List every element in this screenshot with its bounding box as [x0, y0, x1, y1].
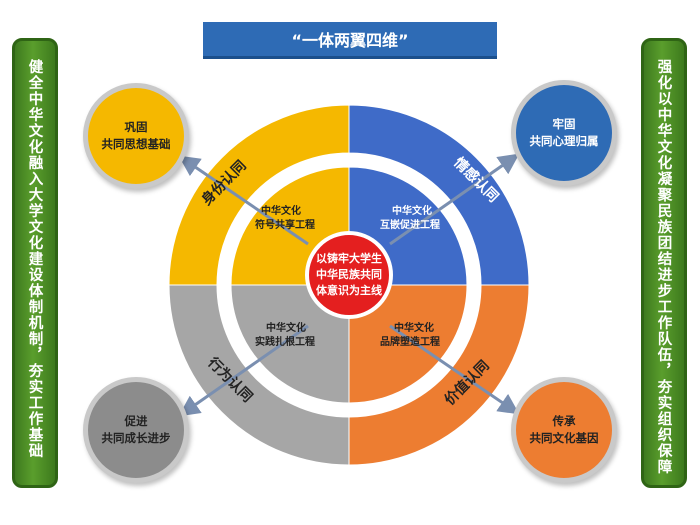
- corner-bottom-right-line2: 共同文化基因: [529, 431, 599, 445]
- inner-bl-line1: 中华文化: [266, 321, 306, 334]
- center-text-line2: 中华民族共同: [316, 267, 382, 281]
- center-circle: [305, 231, 393, 319]
- diagram-title: “一体两翼四维”: [203, 22, 497, 59]
- inner-tl-line1: 中华文化: [261, 204, 301, 217]
- arrow-bottom-right: [389, 324, 520, 415]
- corner-bottom-right-line1: 传承: [552, 413, 576, 428]
- inner-tr-line2: 互嵌促进工程: [380, 218, 440, 231]
- inner-bl-line2: 实践扎根工程: [255, 335, 315, 348]
- outer-ring-bottom-left: [168, 284, 350, 466]
- center-text-line3: 体意识为主线: [316, 283, 382, 297]
- inner-tr-line1: 中华文化: [392, 204, 432, 217]
- corner-bottom-left: 促进 共同成长进步: [83, 377, 189, 483]
- corner-bottom-left-line1: 促进: [124, 413, 148, 428]
- arrow-top-right: [389, 153, 520, 246]
- corner-top-left: 巩固 共同思想基础: [83, 83, 189, 189]
- inner-bottom-left: [230, 284, 350, 404]
- inner-br-line1: 中华文化: [394, 321, 434, 334]
- corner-top-right-line2: 共同心理归属: [529, 134, 599, 148]
- inner-br-line2: 品牌塑造工程: [380, 335, 440, 348]
- center-text-line1: 以铸牢大学生: [316, 251, 382, 265]
- corner-bottom-left-line2: 共同成长进步: [101, 431, 171, 445]
- corner-bottom-right: 传承 共同文化基因: [511, 377, 617, 483]
- left-banner-text: 健全中华文化融入大学文化建设体制机制，夯实工作基础: [26, 59, 43, 459]
- corner-top-left-line1: 巩固: [124, 119, 148, 134]
- left-banner: 健全中华文化融入大学文化建设体制机制，夯实工作基础: [12, 38, 58, 488]
- corner-top-right: 牢固 共同心理归属: [511, 80, 617, 186]
- corner-top-left-line2: 共同思想基础: [101, 137, 171, 151]
- arrow-top-left: [178, 155, 309, 246]
- right-banner-text: 强化以中华文化凝聚民族团结进步工作队伍，夯实组织保障: [655, 59, 672, 475]
- inner-bottom-right: [348, 284, 468, 404]
- right-banner: 强化以中华文化凝聚民族团结进步工作队伍，夯实组织保障: [641, 38, 687, 488]
- arrow-bottom-left: [178, 324, 309, 417]
- corner-top-right-line1: 牢固: [552, 116, 576, 131]
- inner-tl-line2: 符号共享工程: [255, 218, 315, 231]
